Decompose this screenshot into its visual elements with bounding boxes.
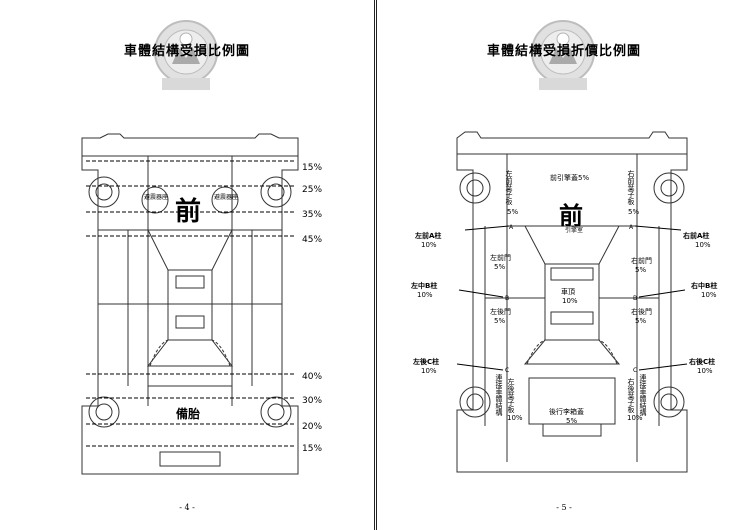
page-number: - 4 -: [179, 503, 195, 512]
pillar-right-a-label: 右前A柱: [682, 231, 709, 240]
association-seal-icon: [529, 18, 597, 93]
engine-room-label: 引擎室: [565, 226, 583, 234]
svg-text:A: A: [509, 224, 514, 231]
vehicle-damage-value-diagram: A A B B C C 前引擎蓋5% 前 引擎室 左前葉子板 5% 右前葉子板 …: [377, 126, 750, 486]
wheel-front-left: [88, 176, 120, 208]
right-rear-fender-label: 右後葉子板: [627, 377, 635, 414]
pillar-right-c-pct: 10%: [697, 367, 713, 375]
suspension-seat-label-right: 避震器座: [214, 193, 238, 201]
page-5: 車體結構受損折價比例圖: [376, 0, 750, 530]
page-title: 車體結構受損折價比例圖: [486, 44, 641, 59]
percent-label-8: 15%: [302, 444, 322, 454]
right-front-fender-pct: 5%: [628, 208, 639, 216]
spare-tire-label: 備胎: [176, 406, 200, 421]
left-front-fender-pct: 5%: [507, 208, 518, 216]
percent-label-5: 40%: [302, 372, 322, 382]
right-front-fender-label: 右前葉子板: [627, 169, 635, 206]
car-body-outline: [456, 131, 688, 473]
wheel-rear-right: [653, 386, 685, 418]
roof-pct: 10%: [562, 297, 578, 305]
percent-label-7: 20%: [302, 422, 322, 432]
percent-label-6: 30%: [302, 396, 322, 406]
right-rear-door-pct: 5%: [635, 317, 646, 325]
wheel-rear-left: [88, 396, 120, 428]
pillar-left-b-label: 左中B柱: [410, 281, 437, 290]
left-rear-fender-pct: 10%: [507, 414, 523, 422]
association-seal-icon: [152, 18, 220, 93]
left-rear-door-pct: 5%: [494, 317, 505, 325]
front-label: 前: [175, 196, 201, 227]
left-rear-fender-label: 左後葉子板: [507, 377, 515, 414]
page-number: - 5 -: [556, 503, 572, 512]
trunk-pct: 5%: [566, 417, 577, 425]
pillar-left-a-label: 左前A柱: [414, 231, 441, 240]
left-front-door-pct: 5%: [494, 263, 505, 271]
percent-label-1: 15%: [302, 163, 322, 173]
trunk-label: 後行李箱蓋: [549, 407, 584, 416]
wheel-front-left: [459, 172, 491, 204]
percent-label-3: 35%: [302, 210, 322, 220]
roof-label: 車頂: [561, 287, 575, 296]
hood-label: 前引擎蓋5%: [550, 173, 589, 182]
left-front-fender-label: 左前葉子板: [505, 169, 513, 206]
wheel-rear-right: [260, 396, 292, 428]
page-4: 車體結構受損比例圖: [0, 0, 375, 530]
front-label: 前: [559, 202, 583, 230]
suspension-seat-label-left: 避震器座: [144, 193, 168, 201]
pillar-right-b-label: 右中B柱: [690, 281, 717, 290]
left-rear-door-label: 左後門: [490, 307, 511, 316]
right-rear-connect-label: 連接車體結構: [639, 373, 647, 417]
page-title: 車體結構受損比例圖: [123, 44, 250, 59]
pillar-right-c-label: 右後C柱: [688, 357, 715, 366]
suspension-seat-right: [211, 186, 239, 214]
pillar-left-c-pct: 10%: [421, 367, 437, 375]
wheel-rear-left: [459, 386, 491, 418]
pillar-left-b-pct: 10%: [417, 291, 433, 299]
svg-text:C: C: [505, 367, 509, 374]
svg-text:A: A: [629, 224, 634, 231]
wheel-front-right: [653, 172, 685, 204]
suspension-seat-left: [141, 186, 169, 214]
car-body-outline: [81, 133, 299, 475]
vehicle-structure-diagram: 15% 25% 35% 45% 40% 30% 20% 15% 前 避震器座 避…: [0, 126, 374, 486]
percent-label-2: 25%: [302, 185, 322, 195]
right-front-door-pct: 5%: [635, 266, 646, 274]
left-rear-connect-label: 連接車體結構: [495, 373, 503, 417]
left-front-door-label: 左前門: [490, 253, 511, 262]
wheel-front-right: [260, 176, 292, 208]
pillar-left-a-pct: 10%: [421, 241, 437, 249]
svg-text:B: B: [505, 295, 509, 302]
cabin-block: [167, 269, 213, 341]
right-front-door-label: 右前門: [631, 256, 652, 265]
pillar-right-a-pct: 10%: [695, 241, 711, 249]
right-rear-door-label: 右後門: [631, 307, 652, 316]
right-rear-fender-pct: 10%: [627, 414, 643, 422]
svg-text:B: B: [633, 295, 637, 302]
pillar-right-b-pct: 10%: [701, 291, 717, 299]
percent-label-4: 45%: [302, 235, 322, 245]
svg-text:C: C: [633, 367, 637, 374]
pillar-left-c-label: 左後C柱: [412, 357, 439, 366]
